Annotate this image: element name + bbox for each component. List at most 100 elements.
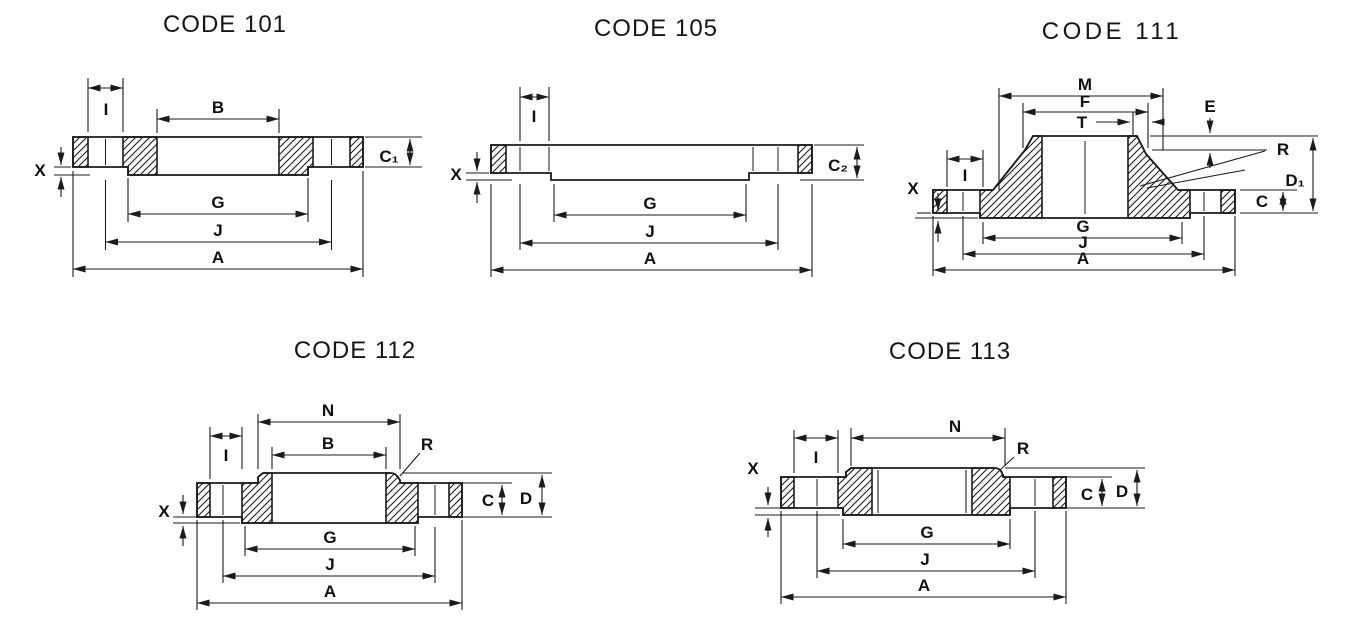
- dim-R: R: [1277, 140, 1289, 159]
- flange-section: [72, 136, 364, 176]
- flange-section: [932, 135, 1318, 219]
- figure-code112: CODE 112 N B R: [158, 337, 552, 610]
- dim-label-i: I: [963, 166, 968, 185]
- figure-code113: CODE 113 X I: [747, 338, 1145, 604]
- dim-label-x: X: [907, 179, 919, 198]
- dim-X: X: [450, 152, 512, 203]
- dim-F: F: [1022, 92, 1149, 148]
- dim-X: X: [34, 147, 90, 197]
- dim-label-c2: C₂: [828, 156, 848, 175]
- dim-J: J: [962, 216, 1205, 260]
- dim-label-f: F: [1080, 92, 1090, 111]
- dim-label-g: G: [323, 528, 336, 547]
- dim-label-a: A: [918, 576, 930, 595]
- dim-E: E: [1204, 97, 1216, 168]
- dim-label-d: D: [1116, 482, 1128, 501]
- dim-D: D: [1116, 470, 1141, 506]
- dim-A: A: [490, 184, 813, 277]
- dim-label-g: G: [920, 523, 933, 542]
- dim-label-a: A: [212, 248, 224, 267]
- dim-I: I: [209, 427, 243, 479]
- dim-I: I: [519, 87, 550, 141]
- dim-C2: C₂: [800, 144, 864, 181]
- dim-label-i: I: [814, 448, 819, 467]
- dim-label-x: X: [158, 502, 170, 521]
- dim-C: C: [1081, 479, 1106, 506]
- dim-label-a: A: [324, 582, 336, 601]
- dim-A: A: [72, 171, 364, 277]
- dim-label-c: C: [1256, 192, 1268, 211]
- dim-label-r: R: [421, 435, 433, 454]
- dim-X: X: [158, 495, 240, 546]
- figure-title: CODE 105: [594, 15, 718, 42]
- dim-C1: C₁: [365, 136, 422, 168]
- figure-code111: CODE 111 M F: [907, 18, 1318, 276]
- dim-A: A: [932, 216, 1236, 276]
- dim-label-j: J: [213, 221, 222, 240]
- figure-code101: CODE 101 I B X: [34, 11, 422, 277]
- dim-label-g: G: [1076, 217, 1089, 236]
- dim-D1: D₁: [1285, 138, 1317, 211]
- dim-label-x: X: [34, 161, 46, 180]
- dim-T: T: [1077, 112, 1165, 135]
- dim-label-i: I: [104, 100, 109, 119]
- dim-G: G: [553, 184, 747, 222]
- dim-A: A: [780, 511, 1067, 604]
- dim-label-j: J: [920, 550, 929, 569]
- dim-J: J: [104, 180, 333, 250]
- dim-R: R: [399, 435, 433, 477]
- dim-label-a: A: [644, 249, 656, 268]
- flange-section: [490, 144, 813, 181]
- dim-label-r: R: [1017, 439, 1029, 458]
- dim-label-b: B: [212, 98, 224, 117]
- dim-label-x: X: [747, 459, 759, 478]
- dim-G: G: [842, 519, 1011, 549]
- dim-label-j: J: [1078, 233, 1087, 252]
- figure-title: CODE 101: [163, 11, 287, 38]
- dim-X: X: [907, 179, 978, 242]
- dim-I: I: [793, 430, 839, 473]
- dim-J: J: [222, 520, 436, 583]
- dim-label-g: G: [643, 194, 656, 213]
- dim-label-e: E: [1204, 97, 1215, 116]
- dim-label-d: D: [520, 489, 532, 508]
- flange-section: [196, 472, 552, 524]
- dim-label-b: B: [322, 434, 334, 453]
- dim-J: J: [519, 184, 779, 250]
- figure-code105: CODE 105 I X C₂: [450, 15, 864, 277]
- dim-label-i: I: [224, 446, 229, 465]
- figure-title: CODE 111: [1042, 18, 1183, 45]
- dim-X: X: [747, 459, 840, 537]
- dim-J: J: [816, 511, 1036, 578]
- dim-B: B: [271, 434, 387, 469]
- dim-label-x: X: [450, 165, 462, 184]
- dim-label-d1: D₁: [1285, 171, 1304, 190]
- dim-label-j: J: [645, 222, 654, 241]
- dim-I: I: [87, 78, 124, 132]
- dim-G: G: [127, 178, 309, 222]
- dim-G: G: [244, 526, 416, 556]
- figure-title: CODE 112: [294, 337, 416, 364]
- dim-label-c: C: [1081, 485, 1093, 504]
- dim-B: B: [156, 98, 280, 133]
- dim-label-j: J: [325, 555, 334, 574]
- dim-G: G: [982, 217, 1183, 244]
- dim-label-c1: C₁: [379, 147, 398, 166]
- dim-A: A: [196, 520, 463, 610]
- dim-D: D: [520, 475, 546, 515]
- dim-label-m: M: [1078, 75, 1092, 94]
- dim-R: R: [999, 439, 1029, 471]
- dim-C: C: [1256, 192, 1287, 211]
- dim-label-c: C: [482, 491, 494, 510]
- dim-N: N: [850, 417, 1006, 466]
- dim-N: N: [257, 401, 401, 469]
- dim-C: C: [482, 485, 506, 515]
- dim-label-t: T: [1077, 113, 1088, 132]
- dim-label-g: G: [211, 193, 224, 212]
- dim-label-i: I: [532, 107, 537, 126]
- dim-label-n: N: [322, 401, 334, 420]
- dim-label-r: R: [1277, 140, 1289, 159]
- dim-label-a: A: [1077, 249, 1089, 268]
